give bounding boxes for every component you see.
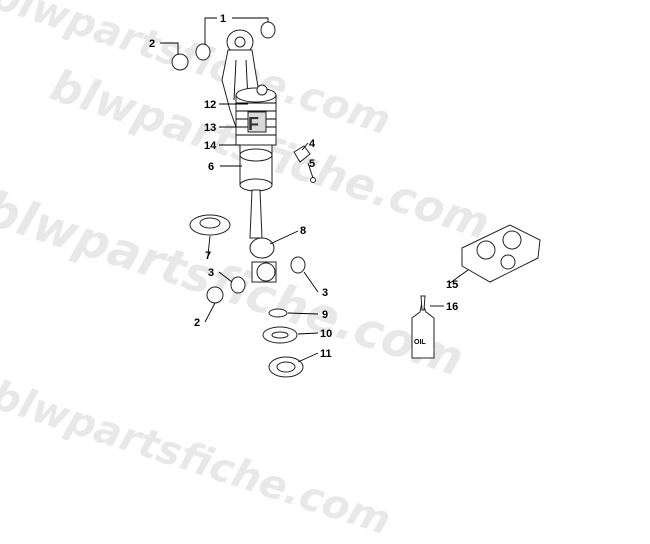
- shock-absorber: F: [221, 29, 277, 283]
- washer: [268, 308, 288, 318]
- callout-number: 4: [309, 138, 316, 150]
- callout-number: 1: [220, 13, 226, 25]
- callout-number: 11: [320, 348, 332, 360]
- bushing-lower-right: [290, 256, 306, 274]
- callout-number: 7: [205, 250, 211, 262]
- bushing-lower-left: [230, 276, 246, 294]
- leader-lines: [160, 17, 469, 363]
- oil-label: OIL: [414, 339, 426, 346]
- bushing-upper-right: [260, 21, 276, 39]
- callout-number: 13: [204, 122, 216, 134]
- callout-number: 5: [309, 158, 315, 170]
- callout-number: 3: [322, 287, 328, 299]
- callout-number: 3: [208, 267, 214, 279]
- callout-number: 6: [208, 161, 214, 173]
- diagram-svg: F: [149, 13, 541, 378]
- oil-bottle: OIL: [411, 295, 435, 359]
- adjuster-knob: [293, 145, 311, 163]
- callout-number: 12: [204, 99, 216, 111]
- callout-number: 10: [320, 328, 332, 340]
- callout-number: 14: [204, 140, 217, 152]
- callout-number: 9: [322, 309, 328, 321]
- callout-number: 2: [194, 317, 200, 329]
- callout-number: 15: [446, 279, 458, 291]
- screw: [310, 177, 316, 183]
- spacer-upper: [171, 53, 189, 71]
- callouts: 1 2 12 13 14 6 4 5 8 7 3 3 2 9 10 11 15 …: [149, 13, 458, 360]
- spacer-lower: [206, 286, 224, 304]
- decal: [461, 224, 541, 283]
- svg-text:F: F: [248, 114, 259, 134]
- bushing-upper-left: [195, 43, 211, 61]
- callout-number: 16: [446, 301, 458, 313]
- parts-diagram: blwpartsfiche.com blwpartsfiche.com blwp…: [0, 0, 541, 544]
- callout-number: 2: [149, 38, 155, 50]
- callout-number: 8: [300, 225, 306, 237]
